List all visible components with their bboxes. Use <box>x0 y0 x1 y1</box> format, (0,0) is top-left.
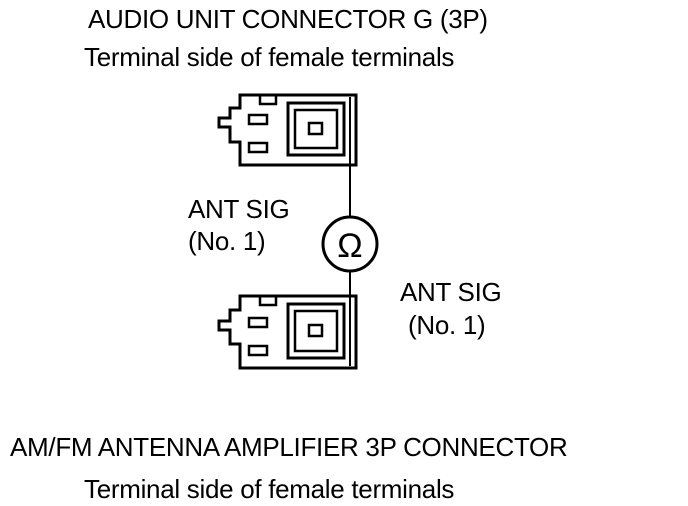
top-connector-title: AUDIO UNIT CONNECTOR G (3P) <box>88 4 488 34</box>
bottom-connector-title: AM/FM ANTENNA AMPLIFIER 3P CONNECTOR <box>10 432 568 462</box>
left-terminal-label-line1: ANT SIG <box>188 194 290 224</box>
top-connector-icon <box>217 93 358 167</box>
left-terminal-label-line2: (No. 1) <box>188 226 266 256</box>
ohm-symbol: Ω <box>337 227 362 265</box>
bottom-connector-subtitle: Terminal side of female terminals <box>84 474 455 504</box>
ohmmeter-icon: Ω <box>321 215 379 273</box>
bottom-connector-icon <box>217 294 358 370</box>
top-connector-subtitle: Terminal side of female terminals <box>84 42 455 72</box>
right-terminal-label-line1: ANT SIG <box>400 277 502 307</box>
right-terminal-label-line2: (No. 1) <box>408 310 486 340</box>
